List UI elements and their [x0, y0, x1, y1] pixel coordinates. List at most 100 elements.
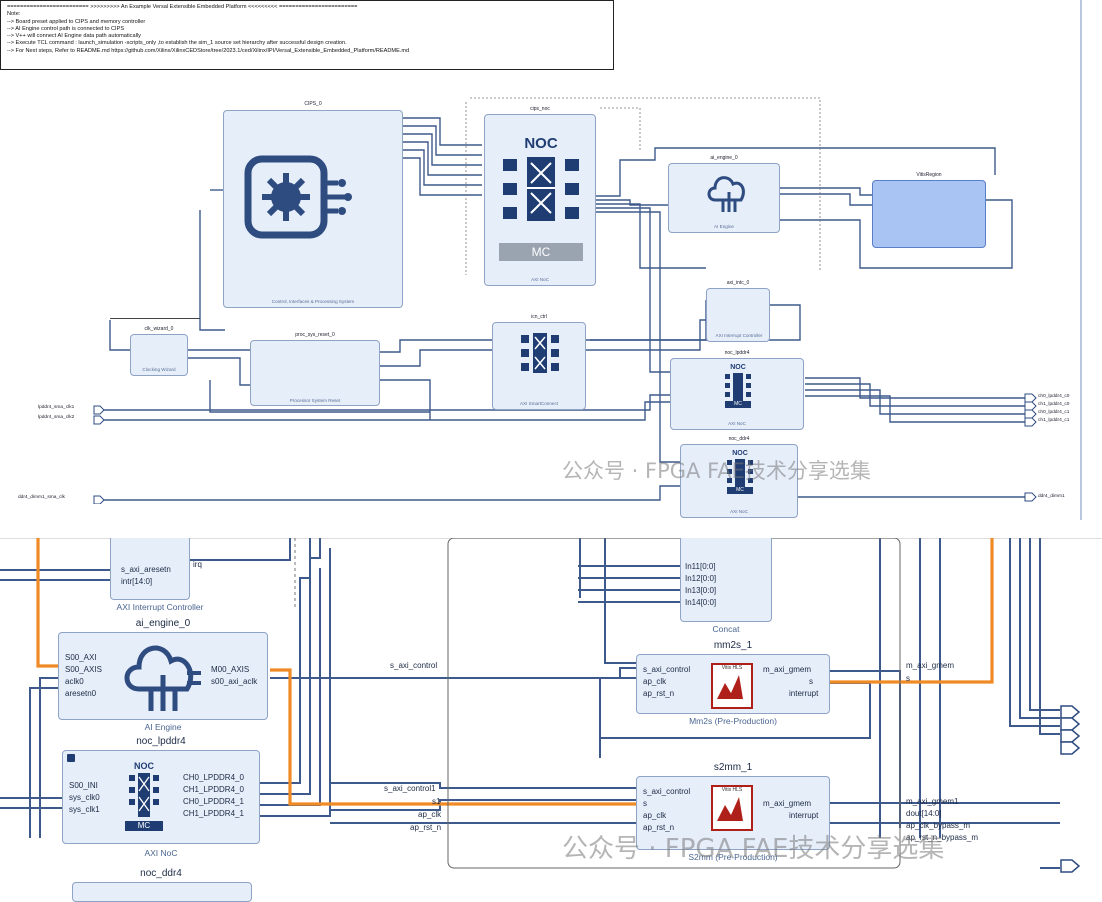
noc-ddr4-name: noc_ddr4: [140, 868, 182, 879]
noc-crossbar-icon: [129, 773, 159, 817]
watermark: 公众号 · FPGA FAE技术分享选集: [562, 459, 871, 483]
output-port-icons: [1024, 393, 1037, 502]
note-line: Note:: [7, 11, 21, 18]
ai-out-port: M00_AXIS: [211, 665, 250, 674]
bottom-wires: [0, 538, 1060, 869]
vitis-region-name: VitisRegion: [916, 172, 942, 178]
intc-port: s_axi_aresetn: [121, 565, 171, 574]
axi-intc-block[interactable]: AXI Interrupt Controller: [706, 288, 770, 342]
icn-ctrl-name: icn_ctrl: [531, 314, 547, 320]
cips-gear-chip-icon: [244, 155, 352, 239]
vitis-hls-logo-icon: Vitis HLS: [711, 785, 753, 831]
noc-crossbar-icon: [725, 373, 751, 401]
noc-label: NOC: [524, 135, 558, 152]
cips-name: CIPS_0: [304, 101, 322, 107]
mm2s-in-port: s_axi_control: [643, 665, 691, 674]
cips-noc-subtitle: AXI NoC: [531, 277, 549, 282]
cips-noc-block[interactable]: NOC MC AXI NoC: [484, 114, 596, 286]
ai-engine-block[interactable]: AI Engine: [668, 163, 780, 233]
noc-lpddr4-block[interactable]: NOC MC AXI NoC: [670, 358, 804, 430]
hls-logo-text: Vitis HLS: [721, 665, 743, 671]
noc-out-port: CH0_LPDDR4_1: [183, 797, 244, 806]
noc-label: NOC: [134, 761, 154, 771]
mc-label: MC: [125, 821, 163, 831]
mm2s-out-port: m_axi_gmem: [763, 665, 812, 674]
net-label: s_axi_control1: [384, 784, 436, 793]
s2mm-in-port: ap_clk: [643, 811, 667, 820]
intc-irq-port: irq: [193, 560, 202, 569]
noc-in-port: sys_clk1: [69, 805, 100, 814]
clk-wizard-subtitle: Clocking Wizard: [142, 367, 176, 372]
icn-ctrl-block[interactable]: AXI SmartConnect: [492, 322, 586, 410]
concat-block[interactable]: In11[0:0] In12[0:0] In13[0:0] In14[0:0]: [680, 538, 772, 622]
noc-ddr4-block[interactable]: NOC MC AXI NoC: [680, 444, 798, 518]
axi-intc-name: axi_intc_0: [726, 280, 750, 286]
s2mm-block[interactable]: s_axi_control s ap_clk ap_rst_n m_axi_gm…: [636, 776, 830, 850]
net-label: ap_rst_n_bypass_m: [906, 833, 979, 842]
mm2s-out-port: interrupt: [789, 689, 819, 698]
clk-wizard-block[interactable]: Clocking Wizard: [130, 334, 188, 376]
noc-out-port: CH0_LPDDR4_0: [183, 773, 244, 782]
clk-wizard-hier-line: [110, 318, 200, 319]
net-label: s1: [432, 797, 441, 806]
mc-label: MC: [725, 401, 751, 408]
output-port-icons: [1060, 705, 1081, 873]
ai-engine-block[interactable]: S00_AXI S00_AXIS aclk0 aresetn0 M00_AXIS…: [58, 632, 268, 720]
ai-in-port: aclk0: [65, 677, 84, 686]
vitis-hls-logo-icon: Vitis HLS: [711, 663, 753, 709]
cips-noc-name: cips_noc: [530, 106, 550, 112]
proc-reset-name: proc_sys_reset_0: [295, 332, 335, 338]
mc-label: MC: [499, 243, 583, 261]
input-port-icons: [93, 405, 105, 504]
ext-port-label: ch0_lpddr4_c1: [1038, 410, 1070, 415]
noc-label: NOC: [732, 450, 748, 457]
ai-engine-name: ai_engine_0: [135, 618, 191, 629]
note-line: --> Execute TCL command : launch_simulat…: [7, 40, 347, 47]
net-label: m_axi_gmem1: [906, 797, 959, 806]
noc-in-port: sys_clk0: [69, 793, 100, 802]
intc-port: intr[14:0]: [121, 577, 153, 586]
concat-port: In11[0:0]: [685, 562, 716, 571]
net-label: dout[14:0]: [906, 809, 942, 818]
net-label: s_axi_control: [390, 661, 438, 670]
noc-lpddr4-subtitle: AXI NoC: [144, 848, 178, 858]
concat-port: In12[0:0]: [685, 574, 717, 583]
noc-in-port: S00_INI: [69, 781, 98, 790]
noc-label: NOC: [730, 364, 746, 371]
top-wires: [103, 97, 1025, 501]
note-line: --> Board preset applied to CIPS and mem…: [7, 18, 146, 25]
mm2s-in-port: ap_rst_n: [643, 689, 675, 698]
hls-mark-icon: [717, 675, 743, 699]
icn-ctrl-subtitle: AXI SmartConnect: [519, 401, 559, 406]
note-line: --> For Next steps, Refer to README.md h…: [7, 47, 410, 54]
noc-lpddr4-block[interactable]: S00_INI sys_clk0 sys_clk1 CH0_LPDDR4_0 C…: [62, 750, 260, 844]
hls-mark-icon: [717, 797, 743, 821]
noc-out-port: CH1_LPDDR4_0: [183, 785, 244, 794]
noc-ddr4-subtitle: AXI NoC: [730, 509, 748, 514]
mm2s-subtitle: Mm2s (Pre-Production): [689, 716, 777, 726]
net-label: ap_clk_bypass_m: [906, 821, 971, 830]
ai-out-port: s00_axi_aclk: [211, 677, 258, 686]
mc-label: MC: [727, 487, 753, 494]
net-label: ap_rst_n: [410, 823, 442, 832]
mm2s-block[interactable]: s_axi_control ap_clk ap_rst_n m_axi_gmem…: [636, 654, 830, 714]
noc-lpddr4-name: noc_lpddr4: [724, 350, 750, 356]
noc-ddr4-block[interactable]: [72, 882, 252, 902]
cips-block[interactable]: Control, Interfaces & Processing System: [223, 110, 403, 308]
collapse-icon[interactable]: [67, 754, 75, 762]
s2mm-subtitle: S2mm (Pre-Production): [688, 852, 778, 862]
mm2s-name: mm2s_1: [713, 640, 753, 651]
proc-reset-block[interactable]: Processor System Reset: [250, 340, 380, 406]
design-note: ========================= >>>>>>>>> An E…: [0, 0, 614, 70]
concat-port: In13[0:0]: [685, 586, 717, 595]
ext-port-label: lpddr4_sma_clk2: [38, 415, 75, 420]
ext-port-label: ch1_lpddr4_c0: [1038, 402, 1070, 407]
note-line: --> V++ will connect AI Engine data path…: [7, 33, 141, 40]
net-label: m_axi_gmem: [906, 661, 955, 670]
ai-engine-name: ai_engine_0: [710, 155, 738, 161]
s2mm-in-port: ap_rst_n: [643, 823, 675, 832]
vitis-region-block[interactable]: [872, 180, 986, 248]
ai-engine-subtitle: AI Engine: [714, 224, 734, 229]
axi-intc-subtitle: AXI Interrupt Controller: [715, 333, 763, 338]
intc-fragment[interactable]: s_axi_aresetn intr[14:0] irq: [110, 538, 202, 600]
